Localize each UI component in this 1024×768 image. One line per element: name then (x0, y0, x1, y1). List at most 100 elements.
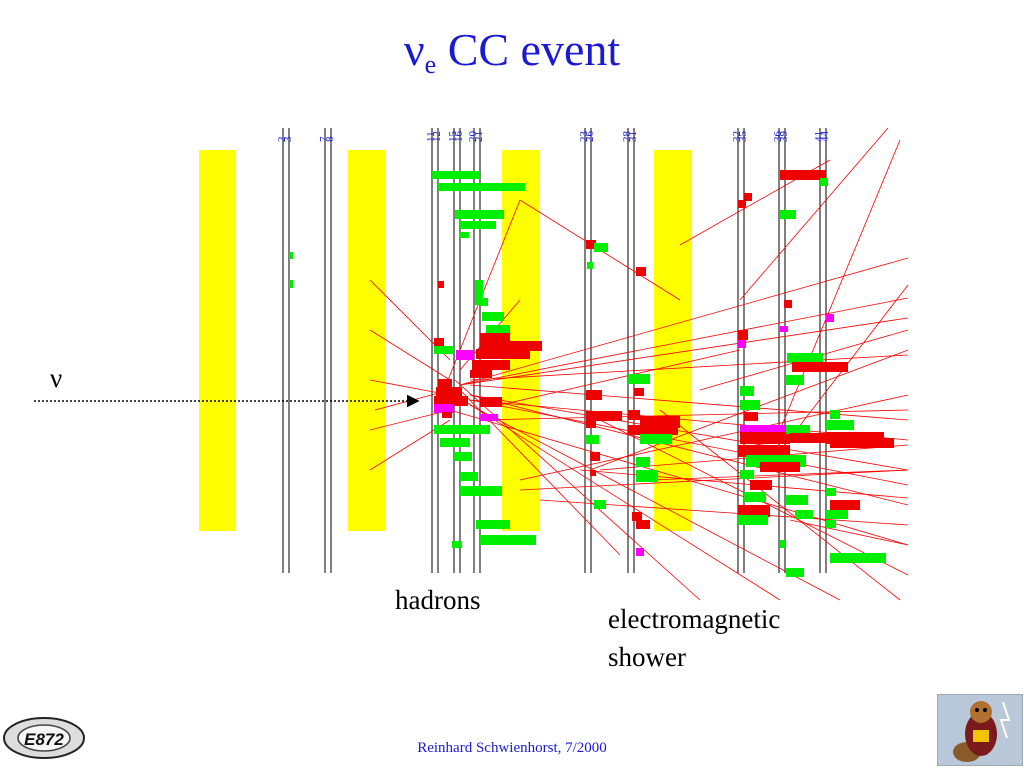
plane-number: 39 (778, 131, 790, 143)
particle-track (499, 349, 741, 406)
particle-track (649, 469, 909, 481)
detector-hit (636, 267, 646, 276)
detector-hit (452, 541, 462, 548)
particle-track (739, 127, 889, 301)
detector-hit (460, 472, 478, 481)
detector-hit (590, 452, 600, 461)
detector-hit (760, 462, 800, 472)
detector-hit (744, 492, 766, 502)
detector-hit (634, 388, 644, 396)
hadrons-label: hadrons (395, 585, 481, 615)
detector-hit (480, 397, 502, 407)
particle-track (369, 329, 451, 381)
detector-hit (438, 379, 452, 387)
em-shower-label-line2: shower (608, 642, 686, 672)
particle-track (459, 317, 909, 386)
detector-hit (594, 243, 608, 252)
detector-hit (740, 470, 754, 479)
particle-track (469, 354, 909, 381)
experiment-logo-text: E872 (24, 730, 64, 749)
detector-hit (438, 281, 444, 288)
plane-number: 3 (282, 136, 294, 142)
detector-hit (830, 500, 860, 510)
particle-track (659, 409, 901, 601)
detector-hit (438, 183, 525, 191)
title-nu: ν (403, 24, 425, 75)
detector-hit (780, 210, 796, 219)
detector-hit (636, 457, 650, 467)
detector-hit (826, 520, 836, 528)
detector-hit (784, 300, 792, 308)
detector-hit (486, 325, 510, 335)
detector-hit (744, 412, 758, 421)
detector-hit (459, 232, 469, 238)
plane-number: 15 (447, 131, 459, 143)
detector-hit (826, 510, 848, 519)
plane-number: 11 (425, 131, 437, 142)
plane-number: 23 (578, 131, 590, 143)
plane-number: 41 (813, 131, 825, 142)
plane-number: 16 (453, 131, 465, 143)
detector-hit (636, 520, 650, 529)
detector-hit (436, 387, 462, 397)
detector-hit (470, 370, 492, 378)
detector-hit (780, 326, 788, 332)
neutrino-label: ν (50, 363, 63, 393)
detector-hit (442, 412, 452, 418)
detector-hit (434, 396, 468, 406)
detector-hit (738, 330, 748, 340)
detector-hit (738, 515, 768, 525)
detector-hit (786, 375, 804, 385)
plane-number: 32 (731, 131, 743, 142)
detector-hit (472, 360, 510, 370)
detector-hit (289, 252, 293, 259)
detector-hit (586, 240, 596, 249)
detector-hit (440, 438, 470, 447)
detector-hit (480, 341, 542, 351)
detector-hit (786, 568, 804, 577)
plane-number: 7 (318, 136, 330, 142)
detector-hit (786, 425, 810, 434)
particle-track (469, 399, 909, 486)
plane-number: 12 (431, 131, 443, 142)
detector-hit (740, 432, 790, 444)
detector-hit (632, 512, 642, 521)
detector-hit (786, 495, 808, 505)
detector-hit (434, 425, 490, 434)
detector-hit (480, 298, 488, 306)
detector-hit (476, 520, 510, 529)
detector-hit (434, 338, 444, 346)
absorber-block (199, 150, 236, 531)
detector-hit (476, 349, 530, 359)
detector-hit (475, 280, 483, 305)
particle-track (789, 519, 909, 546)
detector-hit (640, 434, 672, 444)
title-rest: CC event (447, 24, 621, 75)
detector-hit (830, 438, 894, 448)
particle-track (459, 257, 909, 386)
detector-hit (586, 420, 596, 428)
detector-hit (432, 171, 480, 179)
plane-number: 8 (324, 136, 336, 142)
detector-hit (826, 420, 854, 430)
particle-track (459, 297, 909, 386)
detector-hit (738, 445, 790, 457)
absorber-block (654, 150, 692, 531)
plane-number: 36 (772, 131, 784, 143)
detector-hit (820, 178, 828, 186)
detector-hit (480, 333, 510, 343)
detector-hit (830, 553, 886, 563)
detector-hits (289, 170, 894, 577)
plane-number: 28 (621, 131, 633, 143)
particle-track (369, 409, 451, 431)
particle-track (469, 394, 909, 506)
detector-hit (480, 535, 536, 545)
detector-hit (738, 200, 746, 208)
particle-track (519, 394, 909, 481)
detector-hit (744, 193, 752, 201)
gopher-mascot-logo (937, 694, 1023, 766)
detector-hit (456, 350, 474, 360)
detector-hit (826, 314, 834, 322)
detector-hit (792, 362, 848, 372)
